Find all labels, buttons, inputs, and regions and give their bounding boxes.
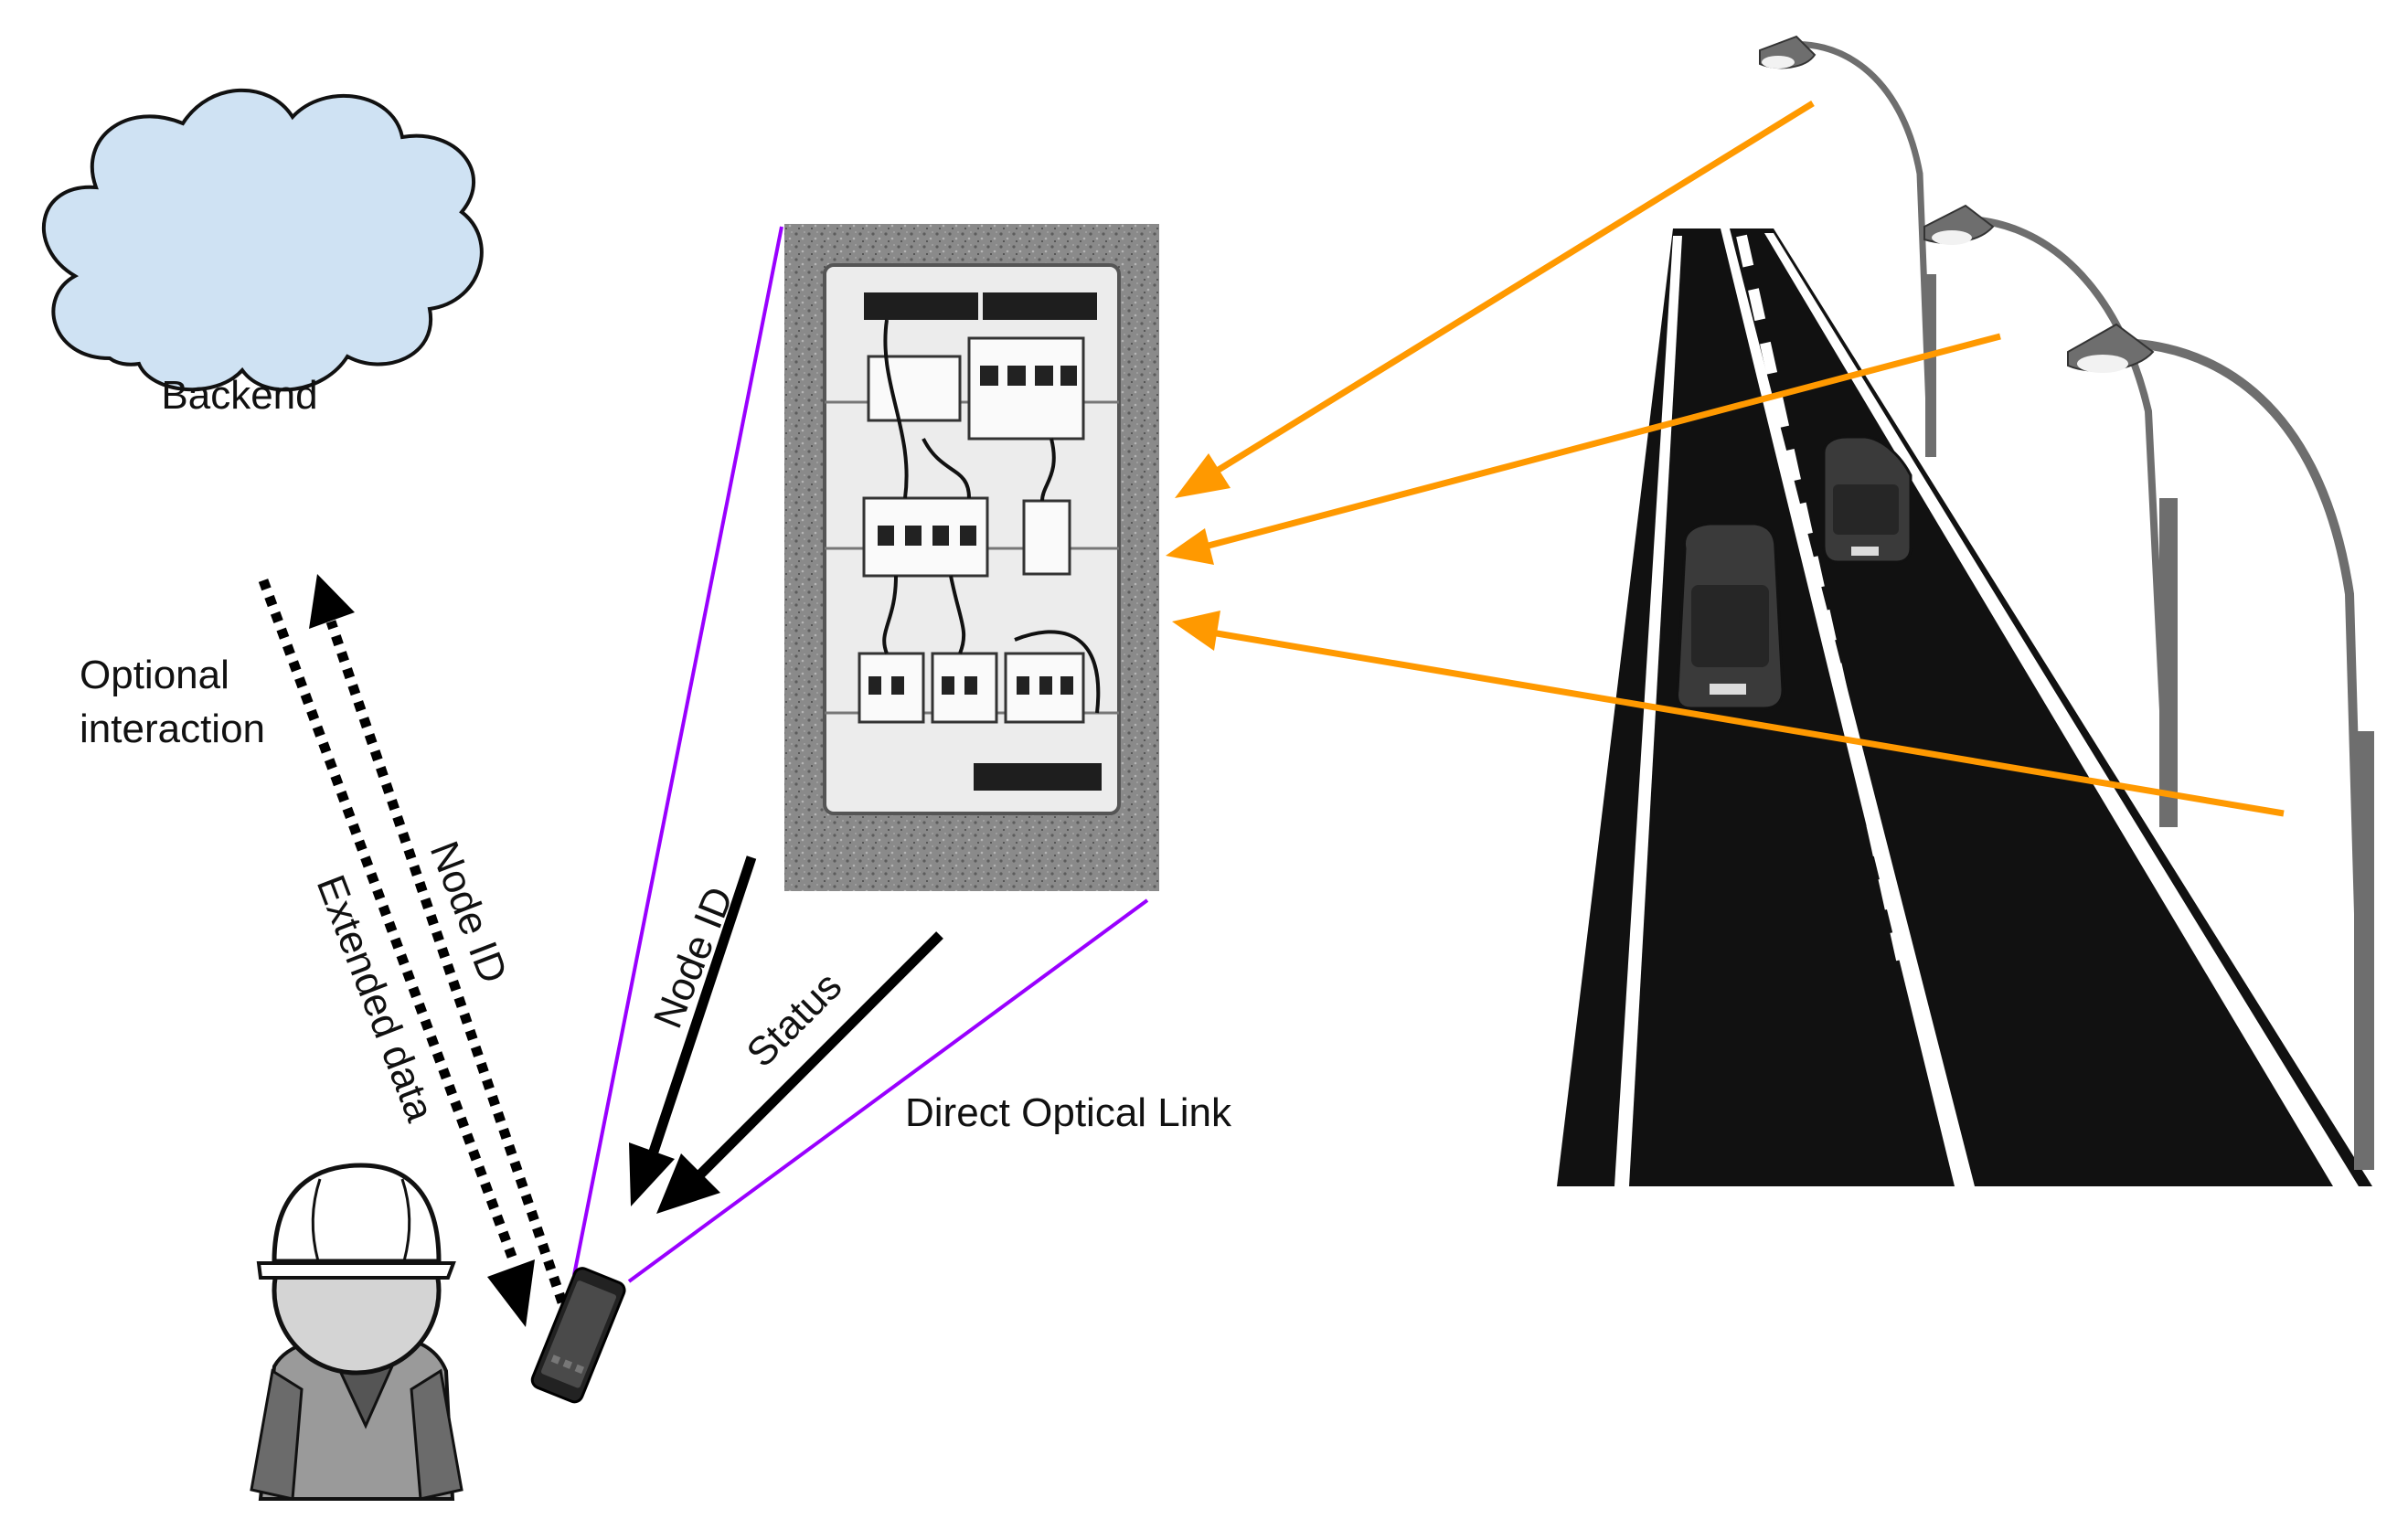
status-label: Status [738,963,850,1076]
electrical-cabinet [784,224,1159,891]
lane-line-center-dashed [1736,234,1907,962]
light-beam-3 [1210,629,2285,817]
direct-optical-link-label: Direct Optical Link [905,1090,1232,1135]
backend-label: Backend [161,373,317,418]
lane-line-left [1614,236,1682,1186]
hard-hat-icon [272,1163,442,1264]
road-surface [1557,228,2372,1186]
optional-interaction-line1: Optional [80,653,229,697]
optional-interaction-line2: interaction [80,707,265,751]
worker-icon [250,1163,463,1501]
street-lamp-icon [1923,204,2178,827]
lane-line-right [1764,233,2359,1186]
lane-line-center-left [1721,228,1975,1186]
road-icon [1557,228,2372,1186]
status-arrow [696,931,943,1179]
car-icon [1676,522,1785,710]
backend-cloud: Backend [42,88,484,418]
optical-link-cone [572,226,1149,1283]
smartphone-icon [530,1267,626,1404]
car-icon [1822,435,1913,564]
cloud-icon [42,88,484,392]
backend-link [258,574,568,1327]
lamp-to-cabinet-beams [1166,101,2285,817]
optional-interaction-label: Optional interaction [80,653,265,751]
extended-data-label: Extended data [308,869,443,1128]
optical-link-upper-edge [572,226,783,1276]
node-id-backend-label: Node ID [421,835,517,989]
backend-downlink-arrowhead [487,1259,535,1327]
optical-link-lower-edge [627,898,1149,1283]
light-beam-1 [1200,101,1815,483]
backend-uplink-arrowhead [309,574,355,629]
cabinet-to-phone-arrows [629,855,943,1214]
node-id-cabinet-label: Node ID [645,881,742,1035]
node-id-arrow [648,855,757,1153]
backend-uplink-arrow [325,620,568,1304]
street-lamp-icon [1759,35,1936,458]
light-beam-2 [1204,333,2001,550]
street-lamp-icon [2067,323,2374,1171]
